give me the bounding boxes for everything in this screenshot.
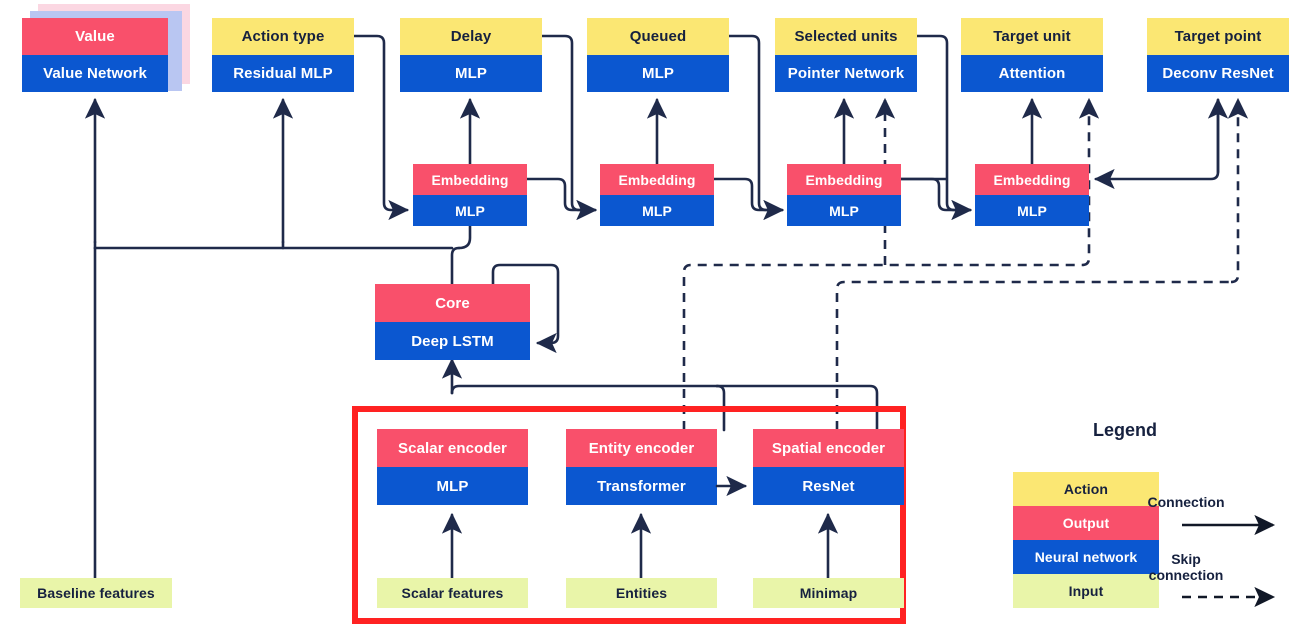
input-baseline-features-label: Baseline features xyxy=(20,578,172,608)
legend-swatch-stack: Action Output Neural network Input xyxy=(1013,472,1159,608)
scalar-encoder-subtitle: MLP xyxy=(377,467,528,505)
entity-encoder-subtitle: Transformer xyxy=(566,467,717,505)
head-target-unit-title: Target unit xyxy=(961,18,1103,55)
head-value-subtitle: Value Network xyxy=(22,55,168,92)
entity-encoder-title: Entity encoder xyxy=(566,429,717,467)
embedding-node-4[interactable]: Embedding MLP xyxy=(975,164,1089,226)
legend-swatch-output: Output xyxy=(1013,506,1159,540)
embedding-node-1[interactable]: Embedding MLP xyxy=(413,164,527,226)
embedding-1-title: Embedding xyxy=(413,164,527,195)
embedding-4-subtitle: MLP xyxy=(975,195,1089,226)
embedding-2-title: Embedding xyxy=(600,164,714,195)
head-queued-title: Queued xyxy=(587,18,729,55)
legend-swatch-input: Input xyxy=(1013,574,1159,608)
legend-skip-label-line1: Skip xyxy=(1171,551,1201,567)
encoder-node-scalar[interactable]: Scalar encoder MLP xyxy=(377,429,528,505)
head-queued[interactable]: Queued MLP xyxy=(587,18,729,92)
head-target-point-subtitle: Deconv ResNet xyxy=(1147,55,1289,92)
embedding-node-3[interactable]: Embedding MLP xyxy=(787,164,901,226)
input-scalar-features[interactable]: Scalar features xyxy=(377,578,528,608)
embedding-1-subtitle: MLP xyxy=(413,195,527,226)
head-target-point[interactable]: Target point Deconv ResNet xyxy=(1147,18,1289,92)
input-entities[interactable]: Entities xyxy=(566,578,717,608)
head-selected-units-title: Selected units xyxy=(775,18,917,55)
head-delay[interactable]: Delay MLP xyxy=(400,18,542,92)
spatial-encoder-subtitle: ResNet xyxy=(753,467,904,505)
head-value-title: Value xyxy=(22,18,168,55)
input-minimap-label: Minimap xyxy=(753,578,904,608)
input-baseline-features[interactable]: Baseline features xyxy=(20,578,172,608)
head-delay-subtitle: MLP xyxy=(400,55,542,92)
head-action-type-subtitle: Residual MLP xyxy=(212,55,354,92)
head-target-unit[interactable]: Target unit Attention xyxy=(961,18,1103,92)
embedding-node-2[interactable]: Embedding MLP xyxy=(600,164,714,226)
input-entities-label: Entities xyxy=(566,578,717,608)
embedding-2-subtitle: MLP xyxy=(600,195,714,226)
scalar-encoder-title: Scalar encoder xyxy=(377,429,528,467)
head-target-point-title: Target point xyxy=(1147,18,1289,55)
embedding-3-subtitle: MLP xyxy=(787,195,901,226)
embedding-3-title: Embedding xyxy=(787,164,901,195)
head-selected-units[interactable]: Selected units Pointer Network xyxy=(775,18,917,92)
encoder-highlight-box xyxy=(352,406,906,624)
spatial-encoder-title: Spatial encoder xyxy=(753,429,904,467)
legend-title: Legend xyxy=(1093,420,1158,440)
head-selected-units-subtitle: Pointer Network xyxy=(775,55,917,92)
head-queued-subtitle: MLP xyxy=(587,55,729,92)
core-node[interactable]: Core Deep LSTM xyxy=(375,284,530,360)
core-title: Core xyxy=(375,284,530,322)
head-action-type-title: Action type xyxy=(212,18,354,55)
legend-swatch-action: Action xyxy=(1013,472,1159,506)
head-target-unit-subtitle: Attention xyxy=(961,55,1103,92)
encoder-node-spatial[interactable]: Spatial encoder ResNet xyxy=(753,429,904,505)
embedding-4-title: Embedding xyxy=(975,164,1089,195)
legend-skip-label-line2: connection xyxy=(1148,567,1224,583)
core-subtitle: Deep LSTM xyxy=(375,322,530,360)
head-action-type[interactable]: Action type Residual MLP xyxy=(212,18,354,92)
head-value-network[interactable]: Value Value Network xyxy=(22,18,168,92)
input-scalar-features-label: Scalar features xyxy=(377,578,528,608)
encoder-node-entity[interactable]: Entity encoder Transformer xyxy=(566,429,717,505)
head-delay-title: Delay xyxy=(400,18,542,55)
legend-connection-label: Connection xyxy=(1147,494,1225,510)
input-minimap[interactable]: Minimap xyxy=(753,578,904,608)
legend-swatch-neural-network: Neural network xyxy=(1013,540,1159,574)
